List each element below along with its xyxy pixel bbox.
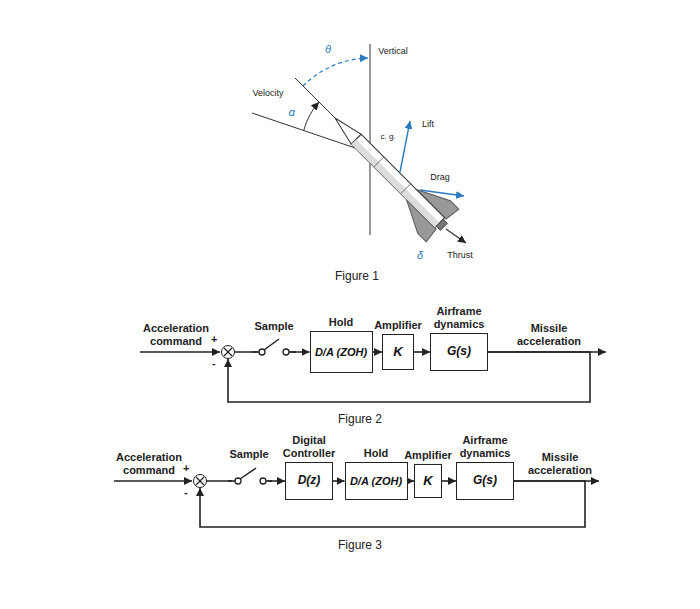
junction-cross	[193, 474, 207, 488]
minus-sign: -	[184, 487, 188, 498]
block-symbol: G(s)	[447, 345, 471, 359]
junction-cross-line	[224, 348, 232, 356]
plus-sign: +	[183, 463, 189, 474]
signal-label: Acceleration command	[109, 451, 189, 477]
block-heading: Amplifier	[392, 449, 464, 462]
block-box: AmplifierK	[382, 334, 414, 370]
junction-cross-line	[196, 477, 204, 485]
signal-line	[414, 351, 430, 353]
velocity-line	[252, 113, 370, 153]
signal-label: Sample	[249, 320, 299, 333]
block-heading: Airframe dynamics	[449, 434, 521, 460]
sampler-lead	[252, 351, 259, 353]
output-line	[512, 480, 599, 482]
block-box: Airframe dynamicsG(s)	[430, 333, 488, 371]
block-symbol: K	[423, 474, 432, 489]
plus-sign: +	[211, 334, 217, 345]
sampler-gap	[257, 336, 291, 358]
signal-label: θ	[321, 43, 335, 56]
signal-line	[333, 480, 345, 482]
drag-arrow	[420, 190, 464, 196]
axis-line	[295, 78, 336, 119]
block-box: Digital ControllerD(z)	[285, 462, 333, 500]
block-symbol: K	[393, 345, 402, 360]
sampler-blade	[264, 339, 279, 350]
fuselage-band	[401, 184, 411, 194]
block-box: Airframe dynamicsG(s)	[456, 462, 514, 500]
summing-junction: +-	[193, 474, 207, 488]
junction-cross-line	[196, 477, 204, 485]
block-heading: Digital Controller	[273, 434, 345, 460]
minus-sign: -	[212, 358, 216, 369]
summing-junction: +-	[221, 345, 235, 359]
figure-caption: Figure 2	[320, 412, 400, 426]
lift-arrow	[400, 121, 410, 172]
signal-label: Lift	[413, 119, 443, 130]
fuselage-band	[374, 157, 384, 167]
signal-label: δ	[413, 249, 427, 262]
missile-nozzle	[436, 219, 447, 230]
block-box: HoldD/A (ZOH)	[310, 331, 373, 373]
fuselage-shade	[351, 139, 439, 227]
signal-line	[373, 351, 383, 353]
thrust-arrow	[446, 229, 466, 243]
signal-label: Thrust	[440, 250, 480, 261]
sampler-blade	[240, 468, 256, 479]
figure-caption: Figure 3	[320, 538, 400, 552]
signal-label: c. g.	[373, 132, 403, 142]
input-line	[114, 480, 192, 482]
junction-cross-line	[224, 348, 232, 356]
sampler-lead	[228, 480, 235, 482]
block-symbol: D/A (ZOH)	[315, 346, 367, 359]
signal-label: Sample	[224, 448, 274, 461]
block-heading: Amplifier	[362, 319, 434, 332]
output-line	[486, 351, 606, 353]
block-symbol: D/A (ZOH)	[350, 475, 402, 488]
block-symbol: G(s)	[473, 474, 497, 488]
signal-label: Missile acceleration	[520, 451, 600, 477]
sampler-contact	[283, 349, 289, 355]
signal-label: Acceleration command	[136, 322, 216, 348]
missile-body	[319, 102, 460, 243]
alpha-arc	[304, 102, 319, 131]
block-box: AmplifierK	[414, 464, 442, 498]
signal-label: α	[285, 106, 299, 119]
sampler-lead	[289, 351, 296, 353]
signal-label: Vertical	[368, 46, 418, 57]
input-line	[140, 351, 220, 353]
signal-line	[442, 480, 456, 482]
sampler-lead	[266, 480, 272, 482]
block-heading: Airframe dynamics	[423, 305, 495, 331]
vertical-line	[370, 44, 371, 235]
sampler-contact	[260, 478, 266, 484]
theta-arc	[303, 58, 368, 86]
junction-cross	[221, 345, 235, 359]
block-heading: Hold	[340, 447, 412, 460]
signal-label: Missile acceleration	[509, 322, 589, 348]
sampler-gap	[232, 465, 268, 487]
figure-caption: Figure 1	[317, 269, 397, 283]
signal-label: Velocity	[243, 88, 293, 99]
block-heading: Hold	[305, 316, 377, 329]
block-symbol: D(z)	[298, 474, 321, 488]
block-box: HoldD/A (ZOH)	[345, 462, 408, 500]
signal-label: Drag	[423, 172, 457, 183]
